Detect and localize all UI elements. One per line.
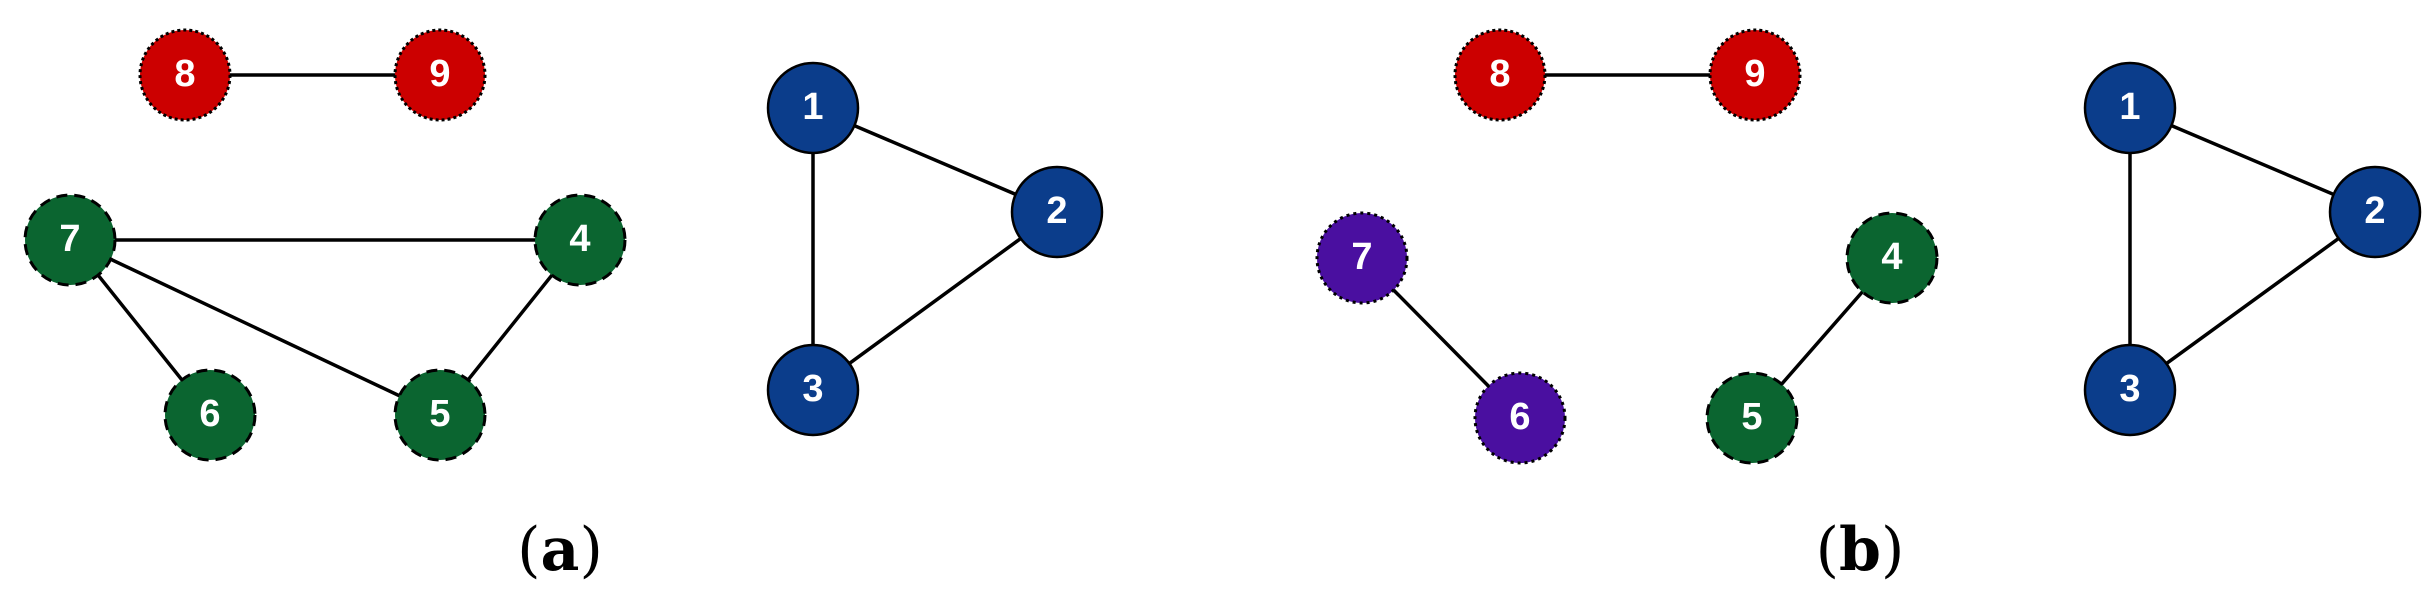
panel-letter-a: a (541, 515, 580, 585)
node-label: 6 (1509, 396, 1530, 438)
node-label: 1 (2119, 86, 2140, 128)
node-label: 5 (1741, 396, 1762, 438)
node-a-4: 4 (533, 193, 627, 287)
node-label: 1 (802, 86, 823, 128)
node-circle-purple (1315, 211, 1409, 305)
node-circle-red (138, 28, 232, 122)
node-label: 6 (199, 393, 220, 435)
node-label: 9 (1744, 53, 1765, 95)
edge-a-7-5 (68, 238, 442, 417)
node-b-3: 3 (2083, 343, 2177, 437)
node-label: 5 (429, 393, 450, 435)
node-circle-blue (2083, 343, 2177, 437)
node-label: 8 (174, 53, 195, 95)
panel-letter-b: b (1839, 515, 1881, 585)
node-label: 9 (429, 53, 450, 95)
node-circle-blue (766, 61, 860, 155)
node-label: 3 (802, 368, 823, 410)
node-b-1: 1 (2083, 61, 2177, 155)
node-label: 7 (59, 218, 80, 260)
nodes-a: 8 9 1 2 3 7 4 6 5 (23, 28, 1104, 462)
node-circle-purple (1473, 371, 1567, 465)
panel-label-a: (a) (517, 515, 603, 585)
node-a-8: 8 (138, 28, 232, 122)
node-label: 8 (1489, 53, 1510, 95)
node-b-7: 7 (1315, 211, 1409, 305)
node-b-8: 8 (1453, 28, 1547, 122)
node-circle-red (393, 28, 487, 122)
panel-label-b: (b) (1816, 515, 1905, 585)
node-circle-blue (1010, 165, 1104, 259)
node-a-1: 1 (766, 61, 860, 155)
node-circle-blue (2083, 61, 2177, 155)
panel-b: 8 9 1 2 3 7 6 4 5 (b) (1315, 28, 2422, 585)
node-circle-green (393, 368, 487, 462)
node-a-3: 3 (766, 343, 860, 437)
node-circle-blue (2328, 165, 2422, 259)
node-b-6: 6 (1473, 371, 1567, 465)
node-b-4: 4 (1845, 211, 1939, 305)
nodes-b: 8 9 1 2 3 7 6 4 5 (1315, 28, 2422, 465)
node-circle-green (1845, 211, 1939, 305)
node-label: 2 (2364, 190, 2385, 232)
edge-b-2-3 (2128, 210, 2377, 392)
node-circle-blue (766, 343, 860, 437)
node-b-2: 2 (2328, 165, 2422, 259)
edge-a-2-3 (811, 210, 1059, 392)
node-a-2: 2 (1010, 165, 1104, 259)
node-circle-green (163, 368, 257, 462)
node-circle-red (1453, 28, 1547, 122)
node-b-5: 5 (1705, 371, 1799, 465)
node-label: 7 (1351, 236, 1372, 278)
node-a-9: 9 (393, 28, 487, 122)
node-circle-green (533, 193, 627, 287)
node-label: 2 (1046, 190, 1067, 232)
node-label: 3 (2119, 368, 2140, 410)
node-a-6: 6 (163, 368, 257, 462)
node-a-5: 5 (393, 368, 487, 462)
node-circle-red (1708, 28, 1802, 122)
panel-a: 8 9 1 2 3 7 4 6 5 (a) (23, 28, 1104, 585)
node-b-9: 9 (1708, 28, 1802, 122)
node-label: 4 (569, 218, 590, 260)
node-circle-green (1705, 371, 1799, 465)
node-label: 4 (1881, 236, 1902, 278)
node-circle-green (23, 193, 117, 287)
node-a-7: 7 (23, 193, 117, 287)
